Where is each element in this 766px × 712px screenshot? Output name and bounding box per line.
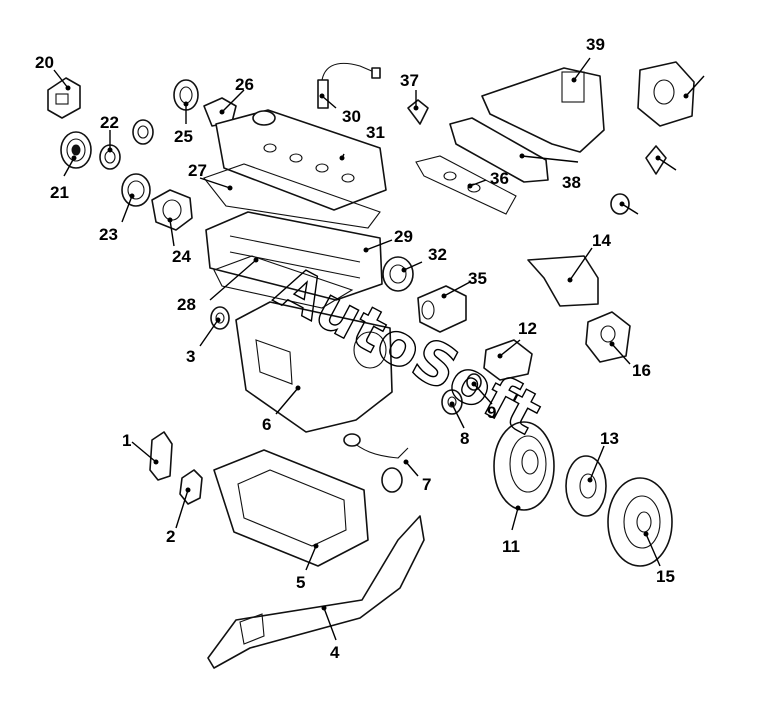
part-11-flywheel [493, 421, 555, 511]
part-12-mount-bracket [527, 255, 599, 307]
callout-13: 13 [600, 429, 619, 448]
callout-27: 30 [342, 107, 361, 126]
callout-7: 6 [262, 415, 271, 434]
callout-30: 35 [468, 269, 487, 288]
part-20-pulley [121, 173, 151, 207]
callout-3: 3 [186, 347, 195, 366]
callout-4: 4 [330, 643, 340, 662]
part-38-sensor [645, 145, 667, 175]
part-28-valve-cover [215, 109, 387, 211]
callout-25: 28 [177, 295, 196, 314]
callout-2: 2 [166, 527, 175, 546]
callout-8: 8 [460, 429, 469, 448]
part-10-mount [483, 339, 533, 381]
part-36-heat-shield [481, 67, 605, 153]
callout-6: 7 [422, 475, 431, 494]
part-24-gasket [203, 163, 381, 229]
callout-12: 14 [592, 231, 611, 250]
callout-11: 11 [502, 537, 520, 556]
callout-1: 1 [122, 431, 131, 450]
callout-10: 12 [518, 319, 537, 338]
callout-numbers: 20 21 22 23 24 25 26 27 28 29 30 31 32 3… [35, 35, 675, 662]
callout-36: 39 [586, 35, 605, 54]
part-6-oil-pickup [343, 433, 409, 493]
part-16-mount-bracket [47, 77, 81, 119]
callout-24: 27 [188, 161, 207, 180]
part-4-crossmember [207, 515, 425, 669]
callout-26: 29 [394, 227, 413, 246]
callout-22: 25 [174, 127, 193, 146]
part-32-sensor [407, 99, 429, 125]
callout-20: 23 [99, 225, 118, 244]
part-15-pressure-plate [607, 477, 673, 567]
callout-21: 24 [172, 247, 191, 266]
part-13-clutch-disc [565, 455, 607, 517]
callout-23: 26 [235, 75, 254, 94]
callout-9: 9 [487, 403, 496, 422]
callout-17: 21 [50, 183, 69, 202]
part-39-throttle-body [637, 61, 695, 127]
callout-dots [65, 77, 689, 611]
callout-18: 22 [100, 113, 119, 132]
callout-14: 16 [632, 361, 651, 380]
part-7-engine-block [235, 301, 393, 433]
part-17-pulley [60, 131, 92, 169]
part-1-bracket [149, 431, 173, 481]
part-14-rubber-mount [585, 311, 631, 363]
part-30-starter [417, 285, 467, 333]
part-5-oil-pan [213, 449, 369, 567]
callout-15: 15 [656, 567, 675, 586]
callout-29: 32 [428, 245, 447, 264]
callout-28: 31 [366, 123, 385, 142]
callout-31: 36 [490, 169, 509, 188]
part-18-roller [99, 119, 154, 170]
part-29-pulley [382, 256, 414, 292]
part-25-head-gasket [213, 255, 354, 309]
callout-32: 37 [400, 71, 419, 90]
part-21-pump [151, 189, 193, 231]
callout-16: 20 [35, 53, 54, 72]
callout-leaders [53, 57, 705, 641]
part-26-cylinder-head [205, 211, 383, 301]
callout-5: 5 [296, 573, 305, 592]
part-2-bracket [179, 469, 203, 505]
callout-35: 38 [562, 173, 581, 192]
part-35-exhaust-manifold [449, 117, 549, 183]
